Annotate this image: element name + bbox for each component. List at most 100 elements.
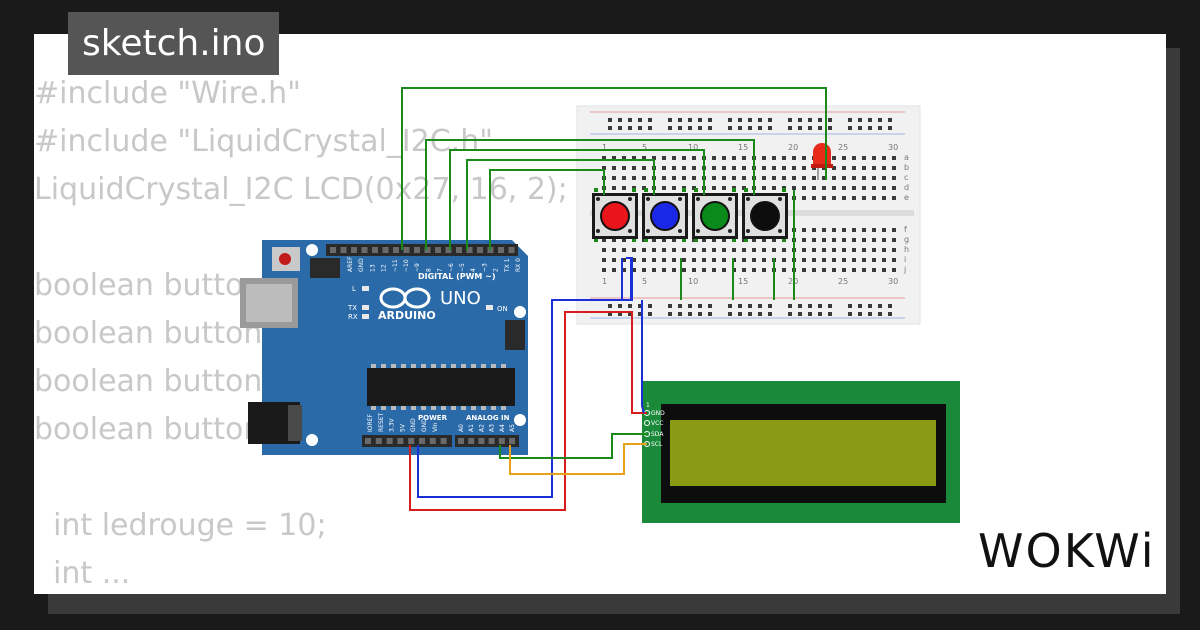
bb-hole [722, 186, 726, 190]
digital-pin-label: 7 [437, 268, 444, 272]
header-pin [458, 438, 464, 444]
bb-hole [608, 126, 612, 130]
button-cap[interactable] [652, 203, 678, 229]
header-pin [429, 438, 436, 444]
bb-hole [782, 268, 786, 272]
bb-hole [852, 228, 856, 232]
arduino-uno[interactable]: ARDUINO UNO DIGITAL (PWM ~) POWER ANALOG… [240, 240, 528, 455]
bb-hole [882, 258, 886, 262]
bb-hole [888, 304, 892, 308]
bb-hole [802, 238, 806, 242]
bb-hole [648, 304, 652, 308]
bb-hole [808, 304, 812, 308]
push-button-2[interactable] [642, 188, 688, 242]
bb-hole [802, 228, 806, 232]
bb-hole [748, 126, 752, 130]
bb-hole [632, 268, 636, 272]
button-cap[interactable] [602, 203, 628, 229]
bb-hole [632, 176, 636, 180]
arduino-brand: ARDUINO [378, 309, 436, 322]
bb-hole [748, 312, 752, 316]
bb-hole [668, 118, 672, 122]
bb-hole [678, 312, 682, 316]
bb-hole [812, 238, 816, 242]
bb-hole [842, 238, 846, 242]
bb-hole [682, 258, 686, 262]
button-cap[interactable] [702, 203, 728, 229]
bb-hole [822, 258, 826, 262]
bb-hole [802, 166, 806, 170]
bb-hole [848, 304, 852, 308]
bb-hole [628, 304, 632, 308]
header-pin [372, 247, 378, 253]
bb-hole [892, 186, 896, 190]
header-pin [397, 438, 404, 444]
push-button-3[interactable] [692, 188, 738, 242]
bb-col-15-b: 15 [738, 277, 748, 286]
bb-row-h: h [904, 245, 909, 254]
bb-hole [802, 186, 806, 190]
push-button-1[interactable] [592, 188, 638, 242]
bb-hole [642, 156, 646, 160]
header-pin [445, 247, 452, 253]
digital-pin-label: ~5 [459, 263, 466, 272]
bb-hole [728, 312, 732, 316]
on-label: ON [497, 305, 508, 313]
bb-hole [672, 268, 676, 272]
bb-hole [852, 186, 856, 190]
wire-5v [409, 311, 647, 511]
bb-hole [882, 248, 886, 252]
wire-pin3-btn1 [489, 169, 605, 250]
bb-hole [832, 258, 836, 262]
bb-hole [842, 258, 846, 262]
bb-hole [688, 126, 692, 130]
bb-hole [628, 312, 632, 316]
bb-hole [712, 248, 716, 252]
bb-hole [822, 196, 826, 200]
header-pin [466, 247, 473, 253]
bb-hole [732, 176, 736, 180]
bb-hole [812, 176, 816, 180]
bb-hole [668, 126, 672, 130]
bb-hole [762, 258, 766, 262]
digital-label: DIGITAL (PWM ~) [418, 272, 496, 281]
code-line: #include "Wire.h" [34, 76, 301, 111]
header-pin [508, 247, 515, 253]
bb-hole [602, 248, 606, 252]
header-pin [403, 247, 410, 253]
bb-hole [872, 156, 876, 160]
bb-hole [852, 176, 856, 180]
bb-hole [842, 228, 846, 232]
bb-hole [892, 196, 896, 200]
analog-label: ANALOG IN [466, 414, 510, 422]
bb-hole [808, 312, 812, 316]
lcd-display[interactable]: 1 GND VCC SDA SCL [642, 381, 960, 523]
bb-hole [862, 176, 866, 180]
bb-hole [628, 126, 632, 130]
bb-hole [858, 118, 862, 122]
bb-hole [722, 156, 726, 160]
tx-label: TX [347, 304, 357, 312]
wire-pin8-btn4 [425, 139, 755, 250]
push-button-4[interactable] [742, 188, 788, 242]
bb-hole [672, 156, 676, 160]
bb-hole [848, 118, 852, 122]
header-pin [408, 438, 415, 444]
bb-hole [798, 126, 802, 130]
bb-hole [682, 268, 686, 272]
bb-hole [708, 118, 712, 122]
bb-hole [622, 156, 626, 160]
bb-hole [632, 258, 636, 262]
bb-hole [868, 126, 872, 130]
bb-hole [802, 258, 806, 262]
bb-hole [848, 312, 852, 316]
bb-hole [702, 258, 706, 262]
bb-hole [728, 304, 732, 308]
bb-hole [842, 196, 846, 200]
bb-hole [662, 186, 666, 190]
filename-tab[interactable]: sketch.ino [68, 12, 280, 75]
bb-hole [822, 238, 826, 242]
button-cap[interactable] [752, 203, 778, 229]
bb-hole [668, 312, 672, 316]
bb-col-30-b: 30 [888, 277, 898, 286]
